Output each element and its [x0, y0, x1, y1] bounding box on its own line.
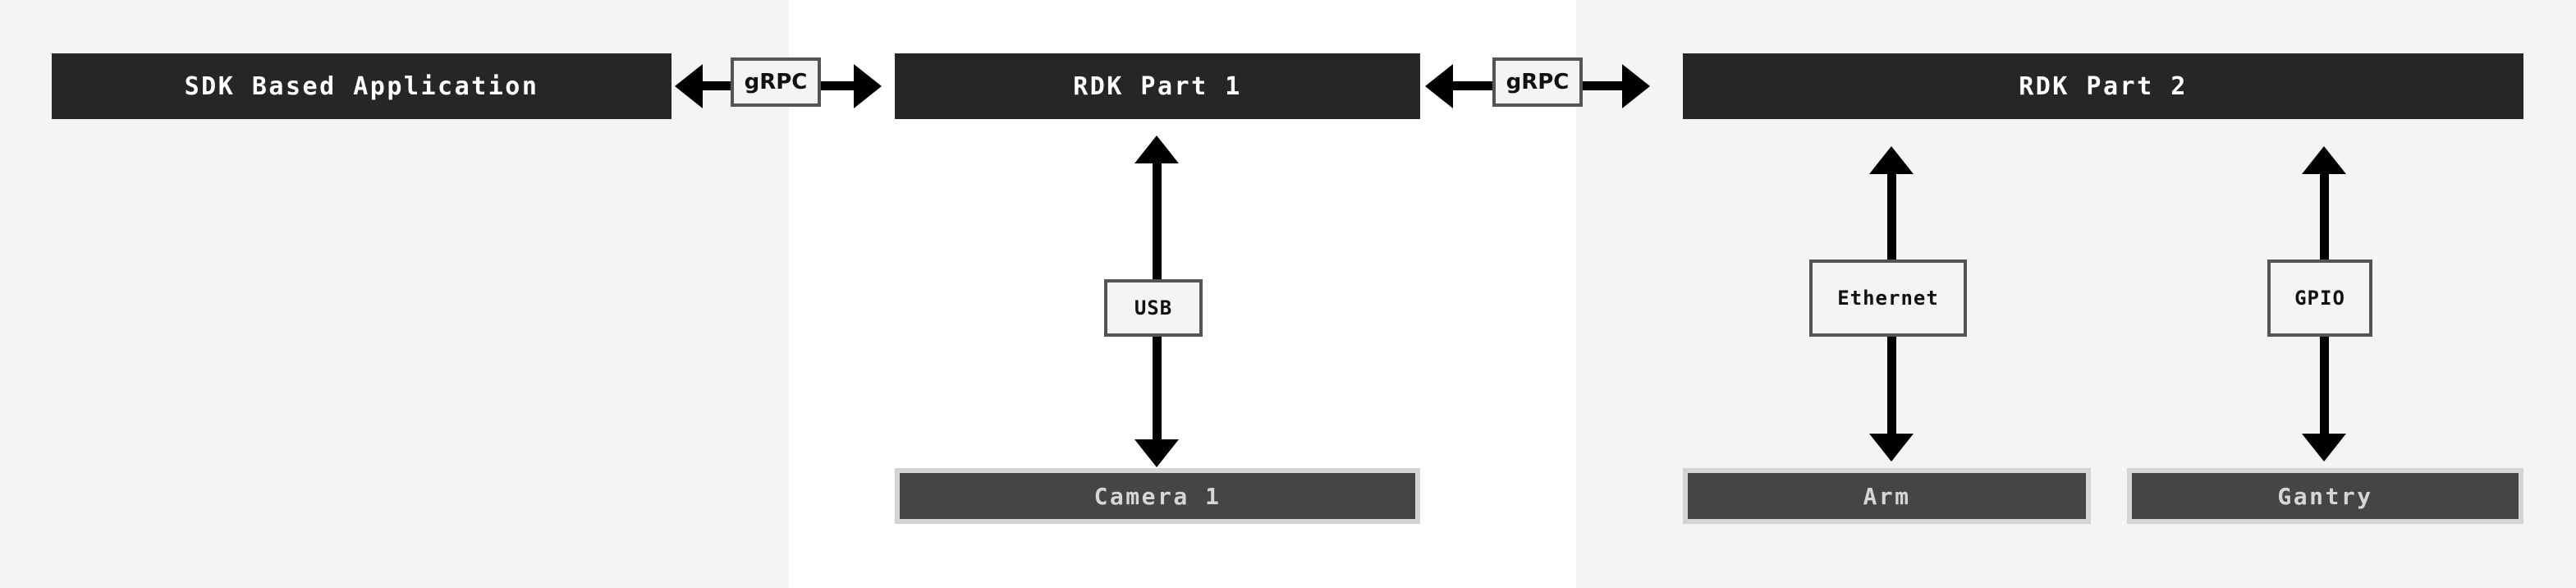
connection-label-ethernet[interactable]: Ethernet	[1809, 260, 1967, 337]
node-rdk-part-1[interactable]: RDK Part 1	[895, 53, 1420, 119]
hardware-node-gantry-label: Gantry	[2277, 482, 2373, 510]
arrow-head-usb-down	[1134, 439, 1179, 467]
arrow-head-part1-right	[1425, 64, 1453, 108]
arrow-head-part2-left	[1622, 64, 1650, 108]
arrow-head-gpio-down	[2302, 434, 2346, 462]
arrow-head-ethernet-up	[1869, 146, 1914, 174]
arrow-shaft-usb-to-camera	[1153, 337, 1162, 439]
arrow-shaft-grpc-to-part1	[821, 81, 854, 90]
arrow-shaft-part2-to-ethernet	[1887, 171, 1896, 261]
connection-label-ethernet-text: Ethernet	[1837, 287, 1939, 310]
connection-label-usb[interactable]: USB	[1104, 279, 1203, 337]
hardware-node-gantry[interactable]: Gantry	[2127, 468, 2523, 524]
hardware-node-arm-label: Arm	[1863, 482, 1911, 510]
node-rdk-part-2[interactable]: RDK Part 2	[1683, 53, 2523, 119]
connection-label-gpio[interactable]: GPIO	[2267, 260, 2372, 337]
arrow-shaft-part1-to-usb	[1153, 160, 1162, 283]
node-rdk-part-2-label: RDK Part 2	[2019, 71, 2188, 101]
connection-label-grpc-1-text: gRPC	[744, 70, 808, 94]
connection-label-usb-text: USB	[1134, 296, 1173, 319]
arrow-shaft-part2-to-gpio	[2320, 171, 2329, 261]
connection-label-grpc-2-text: gRPC	[1506, 70, 1570, 94]
arrow-head-gpio-up	[2302, 146, 2346, 174]
arrow-head-ethernet-down	[1869, 434, 1914, 462]
connection-label-grpc-1[interactable]: gRPC	[731, 57, 821, 107]
node-rdk-part-1-label: RDK Part 1	[1073, 71, 1242, 101]
node-sdk-based-application-label: SDK Based Application	[184, 71, 539, 101]
hardware-node-camera-1[interactable]: Camera 1	[895, 468, 1420, 524]
arrow-shaft-sdk-to-grpc	[703, 81, 736, 90]
arrow-head-part1-left	[854, 64, 882, 108]
arrow-shaft-grpc2-to-part2	[1583, 81, 1622, 90]
arrow-shaft-part1-to-grpc2	[1453, 81, 1492, 90]
hardware-node-arm[interactable]: Arm	[1683, 468, 2091, 524]
connection-label-grpc-2[interactable]: gRPC	[1492, 57, 1583, 107]
arrow-head-sdk-left	[675, 64, 703, 108]
arrow-shaft-ethernet-to-arm	[1887, 337, 1896, 434]
node-sdk-based-application[interactable]: SDK Based Application	[52, 53, 672, 119]
arrow-head-usb-up	[1134, 136, 1179, 163]
connection-label-gpio-text: GPIO	[2294, 287, 2345, 310]
arrow-shaft-gpio-to-gantry	[2320, 337, 2329, 434]
hardware-node-camera-1-label: Camera 1	[1093, 482, 1222, 510]
